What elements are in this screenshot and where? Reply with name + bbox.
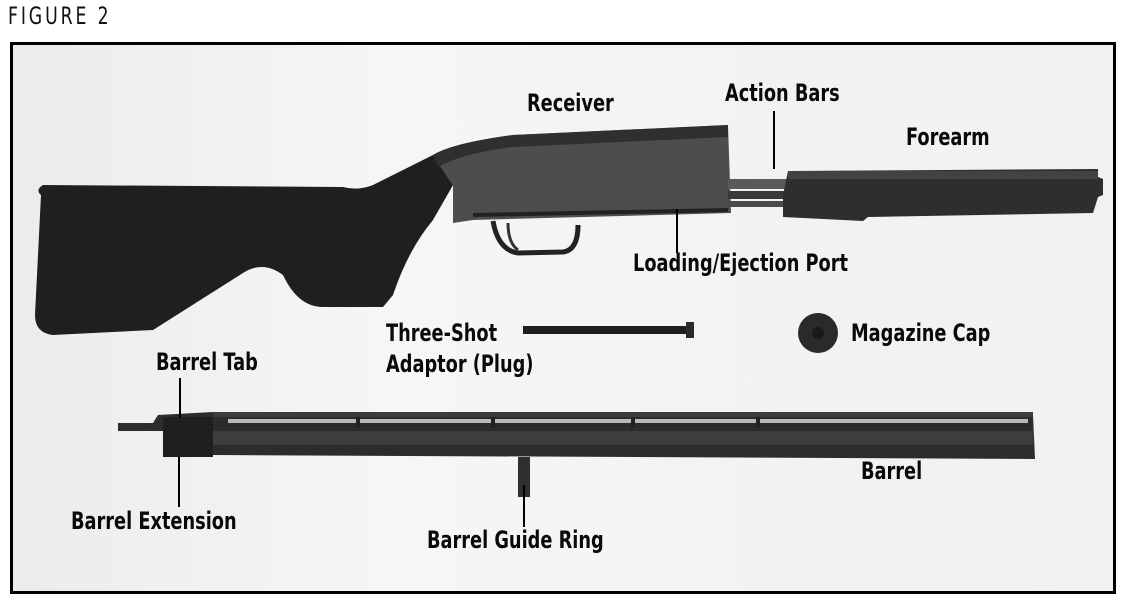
- plug-shape: [523, 326, 688, 334]
- label-barrel-extension: Barrel Extension: [71, 507, 237, 535]
- figure-frame: Receiver Action Bars Forearm Loading/Eje…: [10, 42, 1116, 594]
- label-barrel: Barrel: [861, 457, 923, 485]
- leader-barrel-guide-ring: [523, 485, 525, 527]
- stock-shape: [35, 155, 453, 335]
- guide-ring-shape: [518, 457, 530, 497]
- label-action-bars: Action Bars: [725, 79, 840, 107]
- label-receiver: Receiver: [527, 89, 614, 117]
- barrel-extension-shape: [163, 417, 213, 457]
- leader-action-bars: [773, 111, 775, 169]
- action-bars-shape: [728, 179, 788, 189]
- label-three-shot-line2: Adaptor (Plug): [386, 350, 534, 378]
- shotgun-parts-photo: [35, 125, 1103, 497]
- forearm-shape: [783, 169, 1103, 221]
- label-barrel-tab: Barrel Tab: [156, 348, 258, 376]
- trigger-guard-shape: [490, 220, 581, 256]
- leader-barrel-extension: [178, 457, 180, 507]
- label-three-shot-line1: Three-Shot: [386, 319, 498, 347]
- leader-loading-ejection-port: [676, 209, 678, 253]
- receiver-shape: [433, 125, 731, 223]
- label-barrel-guide-ring: Barrel Guide Ring: [427, 526, 604, 554]
- label-magazine-cap: Magazine Cap: [851, 319, 991, 347]
- leader-barrel-tab: [179, 378, 181, 418]
- figure-caption: FIGURE 2: [8, 2, 112, 30]
- label-forearm: Forearm: [906, 123, 990, 151]
- label-loading-ejection-port: Loading/Ejection Port: [633, 249, 849, 277]
